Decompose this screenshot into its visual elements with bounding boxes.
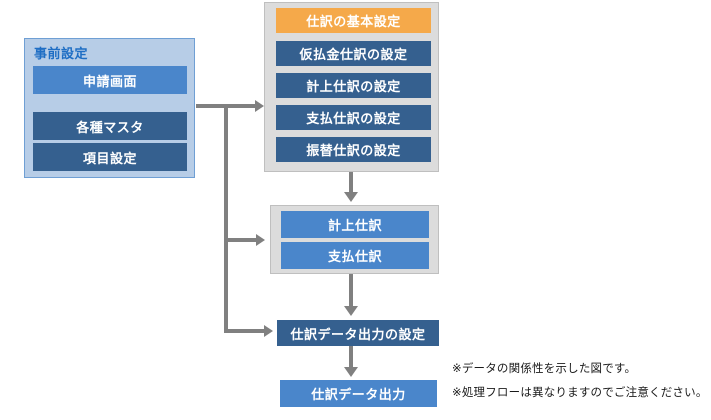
connector-trunk-vertical: [224, 104, 228, 333]
presetting-panel-title: 事前設定: [34, 46, 89, 61]
connector-settings-to-journals-line: [349, 172, 353, 194]
journal-item-accrual[interactable]: 計上仕訳: [281, 211, 429, 238]
connector-output-setting-to-output-line: [349, 346, 353, 369]
journal-setting-accrual[interactable]: 計上仕訳の設定: [276, 73, 431, 98]
connector-arrow-to-output-setting: [264, 325, 273, 337]
connector-arrow-to-journal-settings: [255, 100, 264, 112]
note-line-2: ※処理フローは異なりますのでご注意ください。: [452, 387, 708, 399]
output-setting-box[interactable]: 仕訳データ出力の設定: [277, 320, 439, 346]
connector-journals-to-output-setting-arrow: [344, 306, 358, 316]
connector-journals-to-output-setting-line: [349, 274, 353, 308]
journal-setting-basic[interactable]: 仕訳の基本設定: [276, 8, 431, 33]
presetting-item-application-screen[interactable]: 申請画面: [33, 66, 187, 94]
journal-setting-advance-payment[interactable]: 仮払金仕訳の設定: [276, 41, 431, 66]
output-box[interactable]: 仕訳データ出力: [280, 380, 437, 407]
connector-branch-bottom: [224, 329, 266, 333]
journal-item-payment[interactable]: 支払仕訳: [281, 242, 429, 269]
note-line-1: ※データの関係性を示した図です。: [452, 363, 637, 375]
connector-settings-to-journals-arrow: [344, 192, 358, 202]
presetting-item-field-settings[interactable]: 項目設定: [33, 143, 187, 171]
journal-setting-payment[interactable]: 支払仕訳の設定: [276, 105, 431, 130]
connector-output-setting-to-output-arrow: [344, 367, 358, 377]
connector-arrow-to-journal-group: [256, 234, 265, 246]
connector-branch-middle: [224, 238, 258, 242]
journal-setting-transfer[interactable]: 振替仕訳の設定: [276, 137, 431, 162]
presetting-item-masters[interactable]: 各種マスタ: [33, 112, 187, 140]
